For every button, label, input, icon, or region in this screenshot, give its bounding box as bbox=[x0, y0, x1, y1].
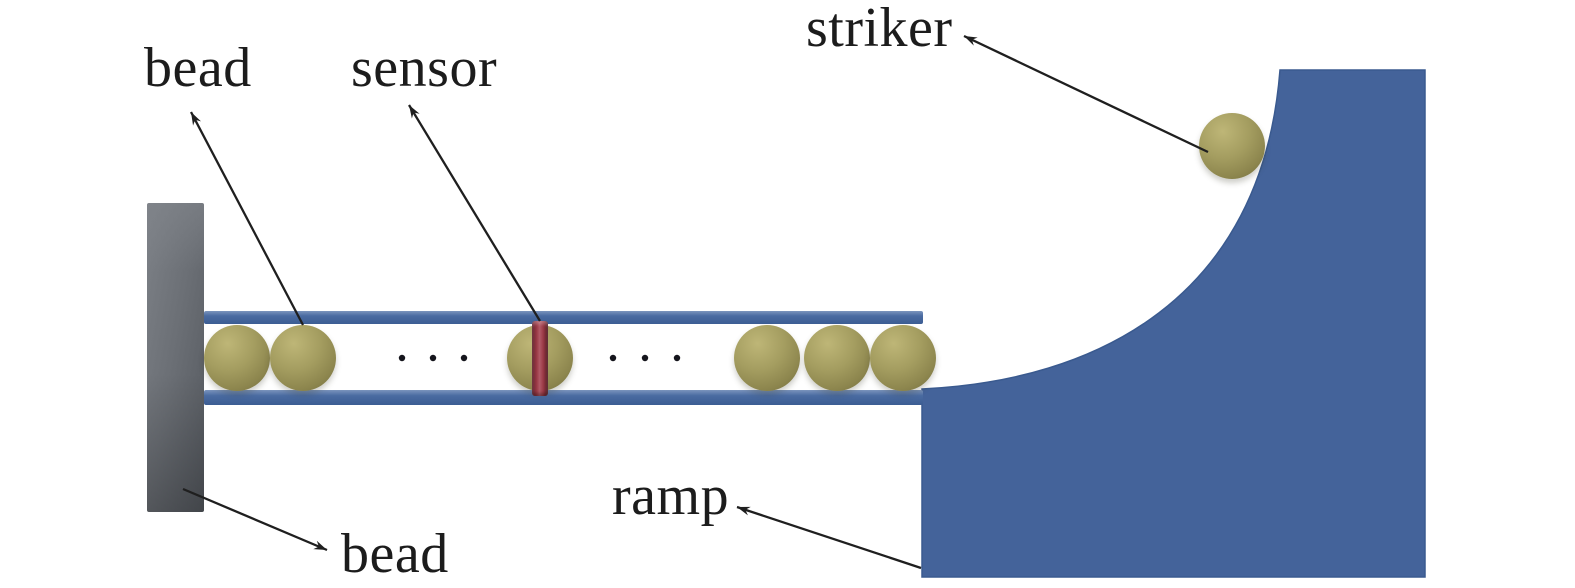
label-sensor: sensor bbox=[351, 37, 498, 99]
arrow-bead-bottom bbox=[182, 487, 328, 552]
ellipsis-dots-left-icon bbox=[398, 354, 468, 362]
bead bbox=[870, 325, 936, 391]
label-bead-top: bead bbox=[144, 37, 252, 99]
arrow-bead-top bbox=[189, 111, 305, 326]
arrow-striker bbox=[963, 34, 1209, 154]
bottom-rail bbox=[204, 390, 923, 405]
label-bead-bottom: bead bbox=[341, 523, 449, 585]
sensor-bar bbox=[532, 321, 548, 396]
ellipsis-dots-right-icon bbox=[609, 354, 681, 362]
bead bbox=[734, 325, 800, 391]
bead bbox=[204, 325, 270, 391]
label-striker: striker bbox=[806, 0, 953, 59]
ramp-shape bbox=[921, 69, 1426, 578]
bead bbox=[270, 325, 336, 391]
arrow-sensor bbox=[408, 104, 541, 322]
bead bbox=[804, 325, 870, 391]
wall bbox=[147, 203, 204, 512]
striker-bead bbox=[1199, 113, 1265, 179]
arrow-ramp bbox=[736, 505, 922, 570]
top-rail bbox=[204, 311, 923, 324]
label-ramp: ramp bbox=[612, 465, 730, 527]
